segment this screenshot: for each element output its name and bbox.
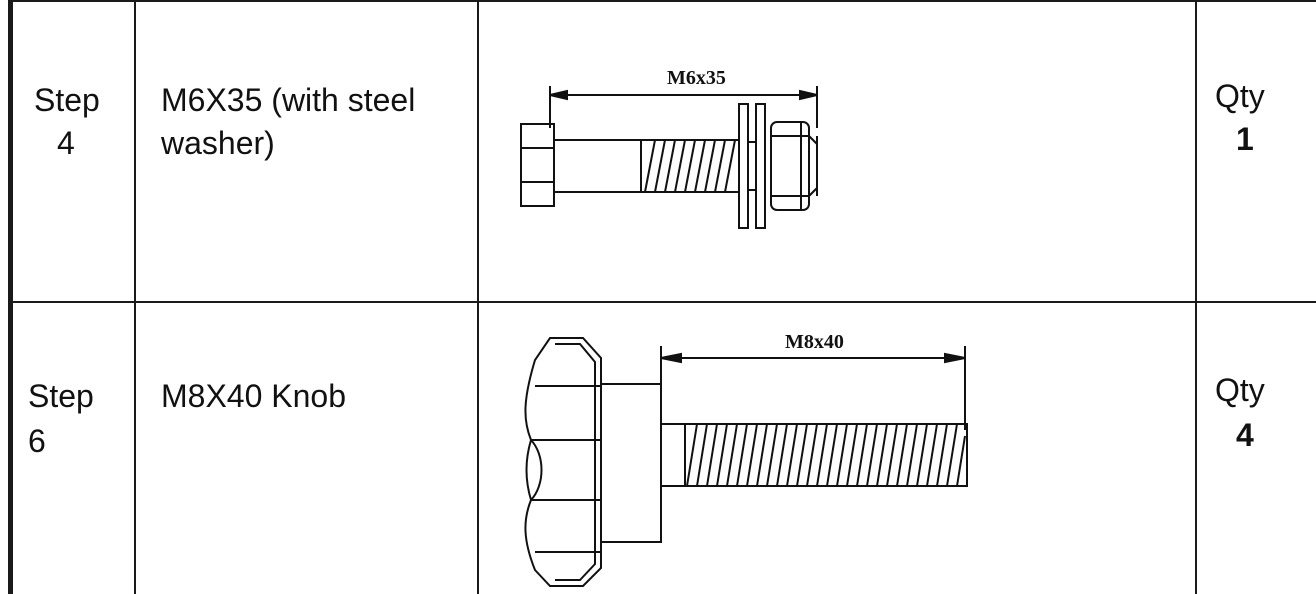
dimension-label: M8x40 xyxy=(785,331,844,353)
column-divider-2 xyxy=(477,0,479,594)
step-number: 4 xyxy=(57,125,75,161)
bolt-m6x35-drawing: M6x35 xyxy=(520,67,818,229)
step-label: Step xyxy=(34,82,100,118)
table-top-border xyxy=(8,0,1316,2)
table-left-border xyxy=(8,0,13,594)
qty-label: Qty xyxy=(1215,78,1265,114)
qty-value: 1 xyxy=(1236,121,1254,157)
part-description: M8X40 Knob xyxy=(161,378,347,414)
row-divider xyxy=(8,301,1316,303)
dimension-label: M6x35 xyxy=(667,67,726,89)
qty-label: Qty xyxy=(1215,372,1265,408)
column-divider-1 xyxy=(134,0,136,594)
part-description-line2: washer) xyxy=(161,125,275,161)
qty-value: 4 xyxy=(1236,417,1254,453)
step-label: Step xyxy=(28,378,94,414)
column-divider-3 xyxy=(1195,0,1197,594)
part-description: M6X35 (with steel xyxy=(161,82,416,118)
step-number: 6 xyxy=(28,423,46,459)
knob-m8x40-drawing: M8x40 xyxy=(524,331,968,587)
